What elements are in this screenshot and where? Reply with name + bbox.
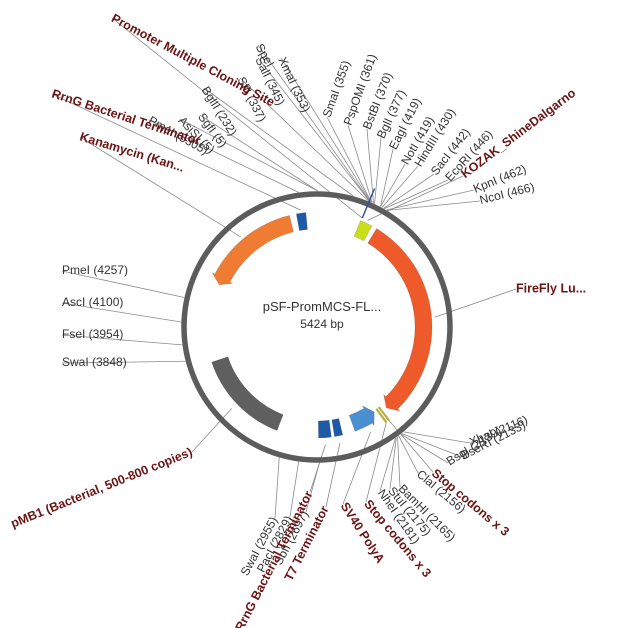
feature-pmb1	[211, 356, 284, 431]
site-leader	[61, 334, 183, 346]
label-leader-lines	[51, 17, 517, 519]
site-leader	[148, 119, 299, 193]
feature-label: pMB1 (Bacterial, 500-800 copies)	[9, 445, 195, 531]
feature-firefly	[367, 228, 433, 412]
site-leader	[384, 179, 449, 210]
feature-leader	[309, 444, 326, 493]
feature-sv40	[348, 405, 375, 432]
site-leader	[61, 270, 185, 298]
feature-track	[211, 188, 433, 439]
site-leader	[257, 57, 371, 202]
feature-t7-term	[331, 418, 344, 437]
site-leader	[403, 431, 471, 444]
site-label: FseI (3954)	[62, 327, 123, 341]
site-leader	[239, 77, 370, 202]
site-leader	[400, 433, 449, 464]
feature-leader	[388, 420, 434, 473]
feature-kanamycin	[211, 214, 294, 286]
site-leader	[289, 461, 300, 518]
feature-rrng-term-2	[318, 419, 332, 439]
site-label: SwaI (3848)	[62, 355, 127, 369]
feature-leader	[342, 431, 371, 505]
feature-stop-1	[377, 406, 390, 422]
site-leader	[389, 437, 397, 490]
feature-leader	[79, 136, 241, 238]
site-leader	[386, 200, 481, 211]
feature-leader	[191, 408, 232, 453]
site-leader	[374, 137, 382, 204]
site-leader	[380, 163, 406, 207]
site-leader	[280, 57, 372, 203]
site-label: AscI (4100)	[62, 295, 123, 309]
site-leader	[397, 436, 401, 488]
site-leader	[203, 87, 354, 197]
site-label: XmaI (353)	[275, 55, 313, 115]
feature-stop-2	[375, 408, 388, 424]
site-leader	[401, 433, 463, 458]
site-leader	[274, 457, 280, 519]
feature-leader	[51, 93, 301, 211]
site-leader	[347, 124, 373, 203]
feature-label: RrnG Bacterial Terminator	[50, 87, 202, 148]
map-labels: PmeI (5305)AsiSI (5)SgfI (5)BglII (232)S…	[9, 11, 586, 628]
site-leader	[61, 302, 182, 323]
feature-label: Promoter Multiple Cloning Site	[109, 11, 277, 109]
feature-label: FireFly Lu...	[516, 281, 586, 295]
feature-leader	[325, 442, 341, 508]
site-leader	[366, 128, 374, 204]
plasmid-length: 5424 bp	[300, 317, 344, 331]
feature-leader	[111, 17, 363, 219]
site-leader	[61, 360, 186, 364]
plasmid-name: pSF-PromMCS-FL...	[263, 299, 381, 314]
feature-leader	[365, 422, 387, 503]
site-leader	[179, 118, 318, 192]
feature-rrng-term-1	[295, 212, 308, 231]
feature-promoter-mcs	[361, 188, 376, 219]
site-leader	[326, 116, 372, 203]
site-leader	[257, 44, 371, 203]
site-leader	[386, 189, 475, 211]
feature-kozak	[353, 220, 373, 242]
site-leader	[199, 114, 319, 192]
site-label: PmeI (4257)	[62, 263, 128, 277]
plasmid-backbone	[181, 191, 453, 463]
site-leader	[383, 173, 435, 209]
site-leader	[398, 435, 419, 474]
site-leader	[381, 165, 419, 208]
site-leader	[379, 437, 396, 492]
site-leader	[380, 148, 394, 207]
